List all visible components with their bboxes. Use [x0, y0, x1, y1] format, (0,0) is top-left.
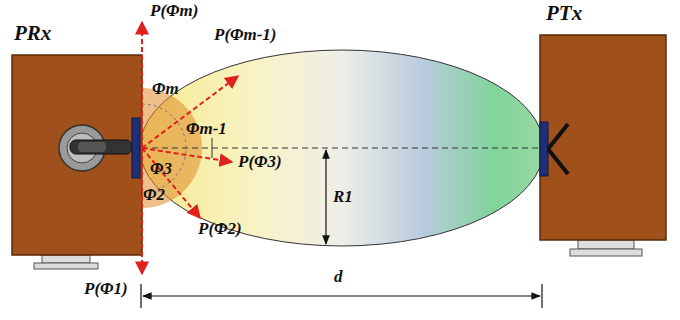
node-heading: PRx [14, 21, 51, 46]
figure-label: Φ2 [143, 186, 165, 205]
distance-dimension [141, 284, 542, 308]
radius-dimension [325, 150, 326, 244]
figure-label: d [334, 268, 343, 287]
node-heading: PTx [546, 1, 582, 26]
fresnel-zone [140, 50, 544, 246]
figure-label: P(Φ3) [238, 153, 282, 172]
figure-label: Φ3 [150, 160, 172, 179]
transmitter-box [540, 35, 666, 256]
figure-label: P(Φ1) [84, 280, 128, 299]
figure-label: P(Φm) [150, 2, 198, 21]
axis-line [142, 148, 540, 149]
receiver-box [12, 55, 142, 269]
receiver-box: PRx [12, 55, 142, 255]
receiver-antenna [59, 118, 140, 178]
transmitter-box: PTx [540, 35, 666, 240]
transmitter-antenna [540, 122, 568, 176]
angle-mark [212, 138, 213, 158]
figure-label: Φm-1 [186, 120, 227, 139]
figure-label: P(Φm-1) [214, 26, 277, 45]
figure-label: Φm [152, 80, 179, 99]
figure-label: R1 [333, 188, 353, 207]
figure-label: P(Φ2) [198, 220, 242, 239]
